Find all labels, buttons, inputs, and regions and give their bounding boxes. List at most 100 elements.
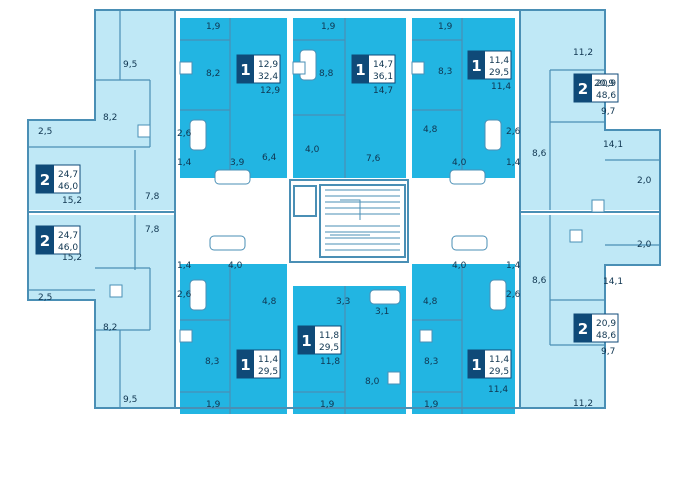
- room-area: 1,9: [321, 22, 336, 32]
- badge-living-area: 20,9: [596, 319, 616, 329]
- bathtub: [189, 119, 207, 151]
- apartment-badge[interactable]: 2 24,7 46,0: [35, 225, 81, 255]
- badge-total-area: 29,5: [489, 68, 509, 78]
- stove: [591, 199, 605, 213]
- badge-living-area: 24,7: [58, 231, 78, 241]
- room-area: 14,1: [603, 140, 623, 150]
- apartments-one-room: [180, 18, 515, 414]
- room-area: 9,5: [123, 60, 137, 70]
- room-area: 8,2: [103, 113, 117, 123]
- apartment-badge[interactable]: 2 20,9 48,6: [573, 73, 619, 103]
- room-area: 4,8: [262, 297, 277, 307]
- walls: [27, 9, 661, 414]
- room-area: 1,9: [320, 400, 335, 410]
- bathtub: [209, 235, 246, 251]
- badge-total-area: 46,0: [58, 182, 78, 192]
- apt-top-2[interactable]: [293, 18, 406, 178]
- badge-rooms: 2: [40, 232, 50, 250]
- apartment-badge[interactable]: 1 11,4 29,5: [467, 349, 512, 379]
- apartment-badge[interactable]: 1 11,8 29,5: [297, 325, 342, 355]
- stair-flights: [325, 189, 400, 251]
- room-area: 2,0: [637, 240, 652, 250]
- stove: [292, 61, 306, 75]
- badge-total-area: 32,4: [258, 72, 278, 82]
- room-area: 8,3: [205, 357, 219, 367]
- apt-left-bottom[interactable]: [28, 215, 175, 408]
- apt-left-top[interactable]: [28, 10, 175, 210]
- stove: [569, 229, 583, 243]
- room-area: 9,5: [123, 395, 137, 405]
- room-area: 11,4: [491, 82, 511, 92]
- badge-rooms: 1: [471, 356, 481, 374]
- room-area: 9,7: [601, 107, 615, 117]
- room-area: 2,5: [38, 127, 52, 137]
- apartment-badge[interactable]: 1 12,9 32,4: [236, 54, 281, 84]
- apt-top-3[interactable]: [412, 18, 515, 178]
- bathtub: [451, 235, 488, 251]
- stove: [109, 284, 123, 298]
- apartment-badge[interactable]: 1 11,4 29,5: [236, 349, 281, 379]
- room-area: 7,8: [145, 225, 160, 235]
- room-area: 4,0: [305, 145, 320, 155]
- room-area: 3,1: [375, 307, 389, 317]
- room-area: 8,6: [532, 149, 547, 159]
- apt-right-bottom[interactable]: [520, 215, 660, 408]
- room-area: 2,6: [177, 129, 192, 139]
- badge-rooms: 1: [240, 61, 250, 79]
- room-area: 8,3: [424, 357, 438, 367]
- room-area: 2,5: [38, 293, 52, 303]
- room-area: 1,4: [177, 261, 192, 271]
- room-area: 3,9: [230, 158, 245, 168]
- room-area: 15,2: [62, 253, 82, 263]
- room-area: 1,9: [206, 22, 221, 32]
- room-area: 11,4: [488, 385, 508, 395]
- room-area: 1,4: [506, 261, 521, 271]
- room-area: 3,3: [336, 297, 350, 307]
- room-area: 1,9: [438, 22, 453, 32]
- room-area: 8,0: [365, 377, 380, 387]
- room-area: 8,2: [103, 323, 117, 333]
- room-area: 7,6: [366, 154, 381, 164]
- room-area-labels: 9,5 1,9 1,9 1,9 11,2 8,2 8,8 8,3 20,9 12…: [38, 22, 652, 410]
- badge-rooms: 2: [578, 80, 588, 98]
- room-area: 9,7: [601, 347, 615, 357]
- stove: [387, 371, 401, 385]
- badge-total-area: 29,5: [319, 343, 339, 353]
- fixtures: [109, 49, 605, 385]
- apartment-badge[interactable]: 1 14,7 36,1: [351, 54, 396, 84]
- room-area: 1,9: [206, 400, 221, 410]
- room-area: 8,2: [206, 69, 220, 79]
- badge-total-area: 36,1: [373, 72, 393, 82]
- stove: [411, 61, 425, 75]
- stove: [179, 61, 193, 75]
- stair-core: [289, 179, 409, 263]
- badge-total-area: 29,5: [489, 367, 509, 377]
- stove: [179, 329, 193, 343]
- room-area: 6,4: [262, 153, 277, 163]
- room-area: 2,6: [506, 127, 521, 137]
- apartment-badge[interactable]: 1 11,4 29,5: [467, 50, 512, 80]
- apartment-badge[interactable]: 2 24,7 46,0: [35, 164, 81, 194]
- room-area: 7,8: [145, 192, 160, 202]
- room-area: 4,0: [228, 261, 243, 271]
- room-area: 4,0: [452, 261, 467, 271]
- badge-total-area: 48,6: [596, 331, 616, 341]
- apartment-badge[interactable]: 2 20,9 48,6: [573, 313, 619, 343]
- room-area: 4,0: [452, 158, 467, 168]
- bathtub: [484, 119, 502, 151]
- stove: [137, 124, 151, 138]
- badge-total-area: 48,6: [596, 91, 616, 101]
- apt-top-1[interactable]: [180, 18, 287, 178]
- room-area: 2,0: [637, 176, 652, 186]
- badge-total-area: 46,0: [58, 243, 78, 253]
- room-area: 4,8: [423, 125, 438, 135]
- stove: [419, 329, 433, 343]
- bathtub: [214, 169, 251, 185]
- apartment-badges: 1 12,9 32,4 1 14,7 36,1 1 11,4 29,5 2 24…: [35, 50, 619, 379]
- badge-rooms: 1: [240, 356, 250, 374]
- bathtub: [449, 169, 486, 185]
- room-area: 11,2: [573, 399, 593, 409]
- room-area: 12,9: [260, 86, 280, 96]
- badge-rooms: 2: [578, 320, 588, 338]
- room-area: 8,8: [319, 69, 334, 79]
